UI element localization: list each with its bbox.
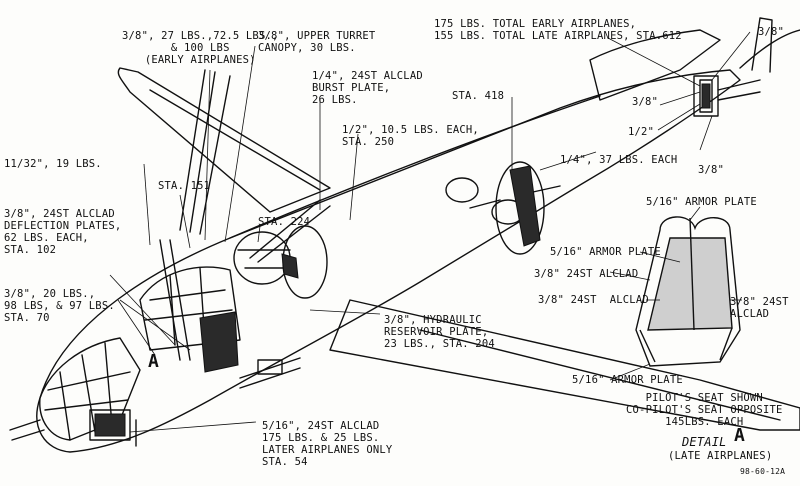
label-upper-turret-canopy: 3/8", UPPER TURRET CANOPY, 30 LBS. [258,30,376,54]
waist-armor-plate [509,165,541,247]
label-nose-gun-plates: 3/8", 27 LBS.,72.5 LBS., & 100 LBS (EARL… [122,30,279,66]
label-sta-54-plate: 5/16", 24ST ALCLAD 175 LBS. & 25 LBS. LA… [262,420,393,468]
nose-guns [9,419,45,441]
label-seat-top-plate: 5/16" ARMOR PLATE [646,196,757,208]
label-sta-151: STA. 151 [158,180,211,192]
detail-marker: A [148,351,160,372]
label-seat-alclad-upper: 3/8" 24ST ALCLAD [534,268,639,280]
label-seat-alclad-right: 3/8" 24ST ALCLAD [730,296,789,320]
cockpit-armor-plate [199,311,239,373]
lower-wing [329,299,800,431]
label-tail-3-8-left: 3/8" [632,96,659,108]
label-tail-3-8-bottom: 3/8" [698,164,725,176]
label-tail-1-2: 1/2" [628,126,655,138]
label-seat-bottom-plate: 5/16" ARMOR PLATE [572,374,683,386]
label-waist-plates: 1/4", 37 LBS. EACH [560,154,678,166]
label-detail-subtitle: (LATE AIRPLANES) [668,450,773,462]
label-plate-11-32: 11/32", 19 LBS. [4,158,102,170]
label-sta-224: STA. 224 [258,216,311,228]
tail-stabilizer [589,29,721,101]
upper-turret [233,231,291,285]
label-sta-250-plates: 1/2", 10.5 LBS. EACH, STA. 250 [342,124,479,148]
label-deflection-plates: 3/8", 24ST ALCLAD DEFLECTION PLATES, 62 … [4,208,122,256]
nose-bottom-plate [94,413,126,437]
tail-armor-plate [701,83,711,109]
label-detail-title-word: DETAIL [682,435,727,449]
fuselage-outline [36,69,741,453]
nose-glazing [39,337,141,441]
waist-gun-hatch [495,161,545,255]
detail-a-seat [635,216,741,367]
label-seat-alclad-lower: 3/8" 24ST ALCLAD [538,294,649,306]
label-hydraulic-plate: 3/8", HYDRAULIC RESERVOIR PLATE, 23 LBS.… [384,314,495,350]
label-tail-3-8-top: 3/8" [758,26,785,38]
cockpit-canopy [139,266,241,351]
drawing-number: 98-60-12A [740,467,786,476]
label-seat-back-plate: 5/16" ARMOR PLATE [550,246,661,258]
top-wing [117,67,331,213]
bottom-armor [89,409,131,441]
label-detail-title-letter: A [734,425,746,446]
label-sta-418: STA. 418 [452,90,505,102]
label-burst-plate: 1/4", 24ST ALCLAD BURST PLATE, 26 LBS. [312,70,423,106]
label-tail-totals: 175 LBS. TOTAL EARLY AIRPLANES, 155 LBS.… [434,18,682,42]
label-seat-note: PILOT'S SEAT SHOWN CO-PILOT'S SEAT OPPOS… [626,392,783,428]
tail-armor-block [693,75,719,117]
cheek-guns [239,357,301,389]
label-sta-70-plates: 3/8", 20 LBS., 98 LBS, & 97 LBS. STA. 70 [4,288,115,324]
